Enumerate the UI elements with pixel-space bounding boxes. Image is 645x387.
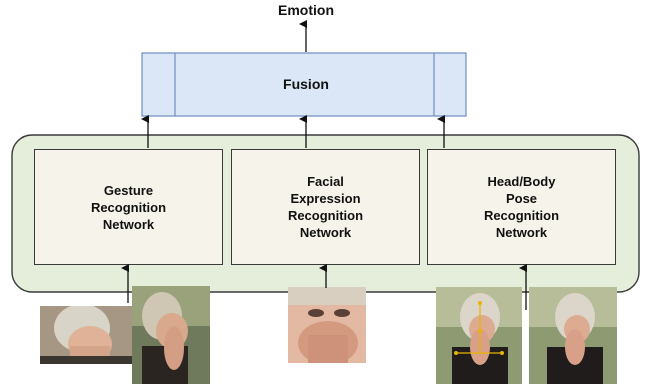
facial-input-photo [288,287,366,363]
gesture-input-photo-2 [132,286,210,384]
pose-network-label: Head/Body Pose Recognition Network [483,174,560,240]
fusion-block [141,52,467,117]
gesture-network-label: Gesture Recognition Network [90,182,167,232]
gesture-input-photo-1 [40,306,132,364]
fusion-label: Fusion [283,76,329,92]
pose-input-photo-2 [529,287,617,384]
head-body-pose-recognition-network: Head/Body Pose Recognition Network [427,149,616,265]
pose-input-photo-1 [436,287,522,384]
emotion-output-label: Emotion [278,2,334,18]
gesture-recognition-network: Gesture Recognition Network [34,149,223,265]
facial-network-label: Facial Expression Recognition Network [287,174,364,240]
facial-expression-recognition-network: Facial Expression Recognition Network [231,149,420,265]
